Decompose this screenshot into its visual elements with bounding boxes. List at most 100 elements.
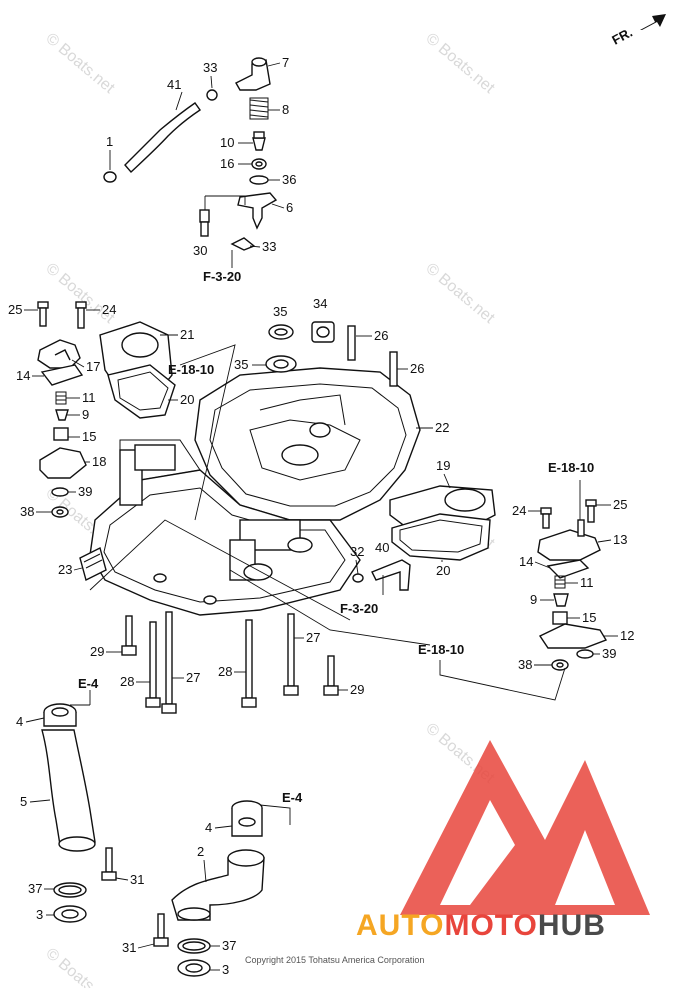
ref-e-18-10-right: E-18-10 (548, 460, 594, 475)
bolt-24a (75, 301, 87, 329)
callout: 38 (518, 657, 532, 672)
washer-38b (551, 659, 569, 671)
bolt-28b (241, 619, 257, 708)
direction-arrow-icon (640, 14, 666, 30)
callout: 28 (218, 664, 232, 679)
clip-1 (103, 171, 117, 183)
oring-37b (177, 938, 211, 954)
callout: 29 (350, 682, 364, 697)
ref-e-4-right: E-4 (282, 790, 303, 805)
oring-39a (51, 487, 69, 497)
ref-f-3-20-top: F-3-20 (203, 269, 241, 284)
callout: 9 (82, 407, 89, 422)
spring-8 (249, 97, 269, 120)
copyright: Copyright 2015 Tohatsu America Corporati… (245, 955, 424, 965)
callout: 12 (620, 628, 634, 643)
logo: AUTOMOTOHUB (356, 740, 650, 942)
logo-auto: AUTO (356, 909, 444, 942)
bolt-29a (121, 615, 137, 656)
callout: 41 (167, 77, 181, 92)
callout: 21 (180, 327, 194, 342)
cover-12 (538, 623, 608, 649)
callout: 31 (122, 940, 136, 955)
callout: 3 (222, 962, 229, 977)
bolt-24b (540, 507, 552, 529)
svg-text:AUTOMOTOHUB: AUTOMOTOHUB (356, 909, 606, 942)
callout: 20 (436, 563, 450, 578)
callout: 19 (436, 458, 450, 473)
reference-leads (70, 344, 581, 825)
oil-pan-22 (194, 367, 421, 521)
dowel-26b (389, 351, 398, 387)
callout: 27 (186, 670, 200, 685)
callout: 17 (86, 359, 100, 374)
elbow-2 (171, 849, 265, 921)
housing-6 (237, 192, 278, 230)
reference-labels: F-3-20 E-18-10 E-18-10 F-3-20 E-18-10 E-… (78, 250, 594, 805)
callout: 37 (28, 881, 42, 896)
callout: 25 (8, 302, 22, 317)
valve-10 (252, 131, 266, 151)
callouts: 41 33 7 8 1 10 16 36 6 30 33 25 24 21 35… (8, 55, 634, 977)
callout: 29 (90, 644, 104, 659)
callout: 11 (82, 390, 96, 405)
callout: 36 (282, 172, 296, 187)
thermostat-9a (55, 409, 69, 421)
callout: 33 (203, 60, 217, 75)
bolt-27b (283, 613, 299, 696)
bolt-31a (101, 847, 117, 881)
callout: 18 (92, 454, 106, 469)
seal-35a (268, 324, 294, 340)
clip-32 (352, 573, 364, 583)
bolt-28a (145, 621, 161, 708)
oring-37a (53, 882, 87, 898)
hose-40 (371, 559, 411, 591)
direction-label: FR. (609, 25, 635, 48)
callout: 35 (234, 357, 248, 372)
thermostat-9b (553, 593, 569, 607)
callout: 11 (580, 575, 594, 590)
bolt-27a (161, 611, 177, 714)
bolt-25b (585, 499, 597, 523)
callout: 24 (102, 302, 116, 317)
callout: 24 (512, 503, 526, 518)
gasket-14b (546, 559, 590, 579)
callout: 9 (530, 592, 537, 607)
callout: 35 (273, 304, 287, 319)
ref-f-3-20-mid: F-3-20 (340, 601, 378, 616)
ref-e-18-10-left: E-18-10 (168, 362, 214, 377)
bolt-30 (199, 209, 210, 237)
callout: 25 (613, 497, 627, 512)
callout: 28 (120, 674, 134, 689)
cap-4a (43, 703, 77, 727)
callout: 40 (375, 540, 389, 555)
callout: 5 (20, 794, 27, 809)
washer-38a (51, 506, 69, 518)
callout: 31 (130, 872, 144, 887)
callout: 27 (306, 630, 320, 645)
logo-triangle (400, 740, 650, 915)
clip-33a (206, 89, 218, 101)
callout: 6 (286, 200, 293, 215)
bolt-29b (323, 655, 339, 696)
direction-indicator: FR. (609, 14, 666, 48)
seal-3b (177, 959, 211, 977)
base-plate (89, 439, 361, 616)
seal-15a (53, 427, 69, 441)
callout: 3 (36, 907, 43, 922)
oring-39b (576, 649, 594, 659)
seal-35b (265, 355, 297, 373)
callout: 2 (197, 844, 204, 859)
callout: 39 (602, 646, 616, 661)
callout: 26 (374, 328, 388, 343)
oring-36 (249, 175, 269, 185)
callout: 33 (262, 239, 276, 254)
seal-3a (53, 905, 87, 923)
logo-hub: HUB (538, 909, 606, 942)
callout: 37 (222, 938, 236, 953)
bolt-31b (153, 913, 169, 947)
seal-15b (552, 611, 568, 625)
watermark: © Boats.net (422, 30, 498, 97)
callout: 14 (16, 368, 30, 383)
cap-4b (231, 800, 263, 837)
